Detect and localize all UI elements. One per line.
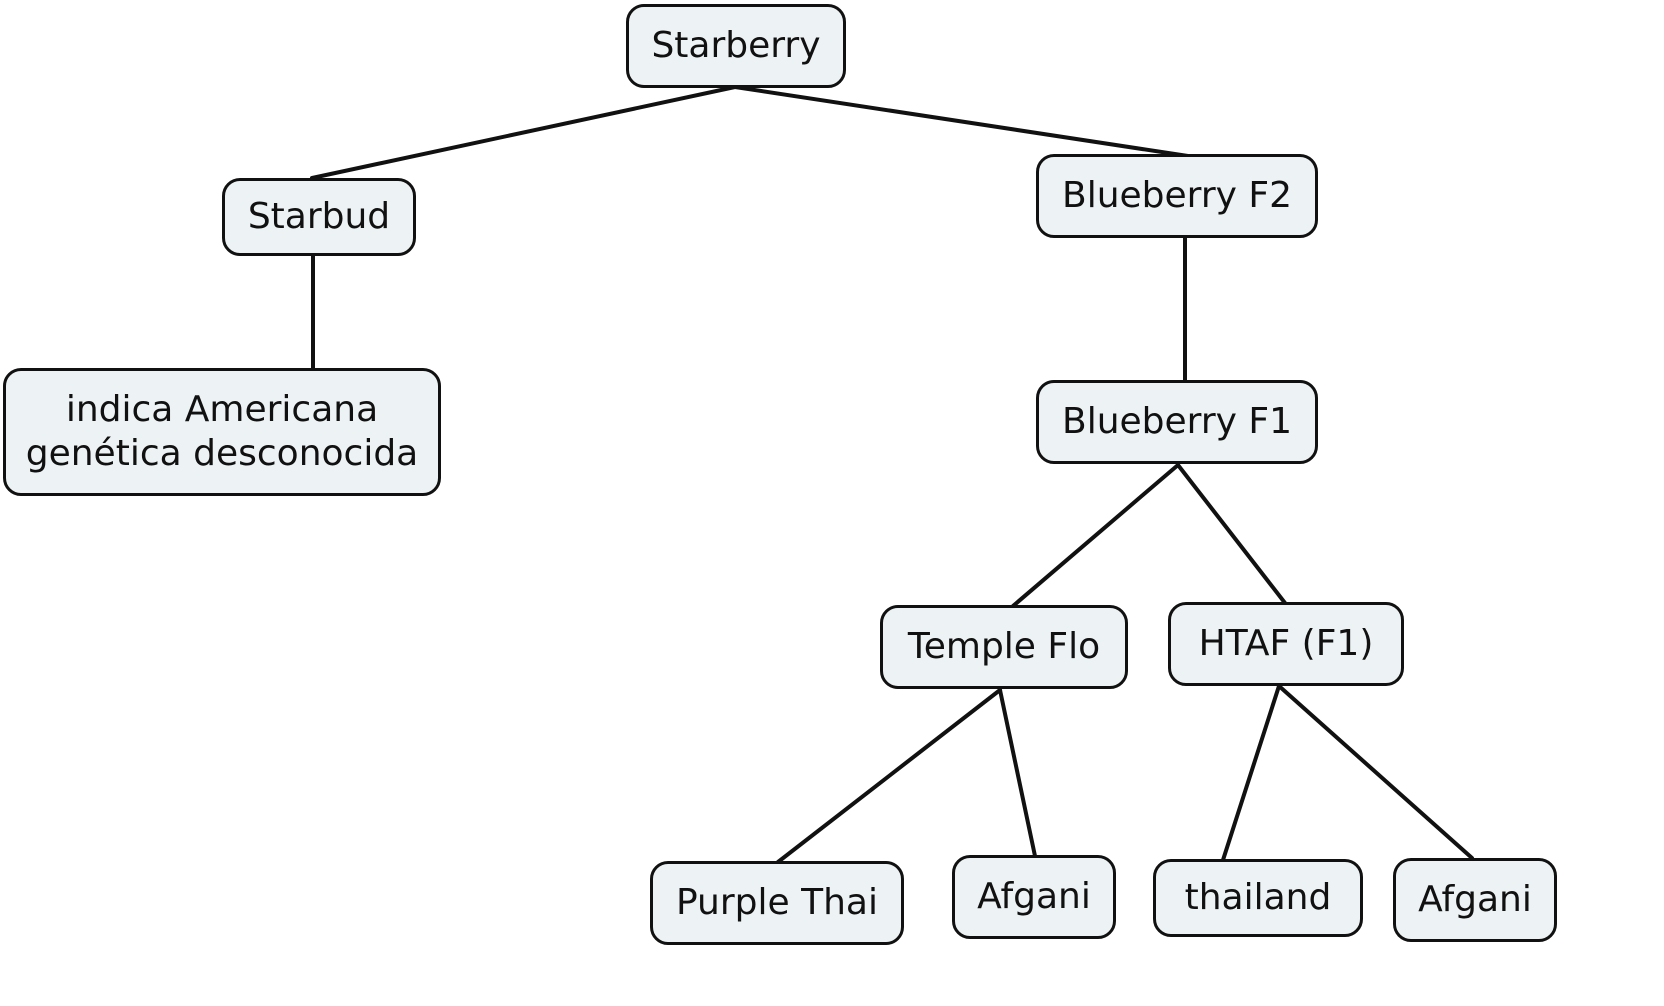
connector-htaf-afgani	[1277, 684, 1474, 860]
connector-starberry-blueberry-f2	[733, 85, 1190, 158]
node-blueberry-f1: Blueberry F1	[1036, 380, 1318, 464]
node-purple-thai: Purple Thai	[650, 861, 904, 945]
node-indica-americana: indica Americana genética desconocida	[3, 368, 441, 496]
connector-temple-flo-afgani	[998, 688, 1037, 858]
node-htaf-f1: HTAF (F1)	[1168, 602, 1404, 686]
node-temple-flo: Temple Flo	[880, 605, 1128, 689]
connector-htaf-thailand	[1221, 684, 1281, 862]
node-afgani-htaf: Afgani	[1393, 858, 1557, 942]
node-blueberry-f2: Blueberry F2	[1036, 154, 1318, 238]
node-starbud: Starbud	[222, 178, 416, 256]
node-afgani-temple: Afgani	[952, 855, 1116, 939]
node-starberry: Starberry	[626, 4, 846, 88]
node-thailand: thailand	[1153, 859, 1363, 937]
connector-blueberry-f1-temple-flo	[1011, 463, 1180, 608]
connector-blueberry-f1-htaf	[1176, 463, 1287, 605]
connector-temple-flo-purple-thai	[776, 688, 1002, 864]
connector-starberry-starbud	[310, 85, 737, 180]
